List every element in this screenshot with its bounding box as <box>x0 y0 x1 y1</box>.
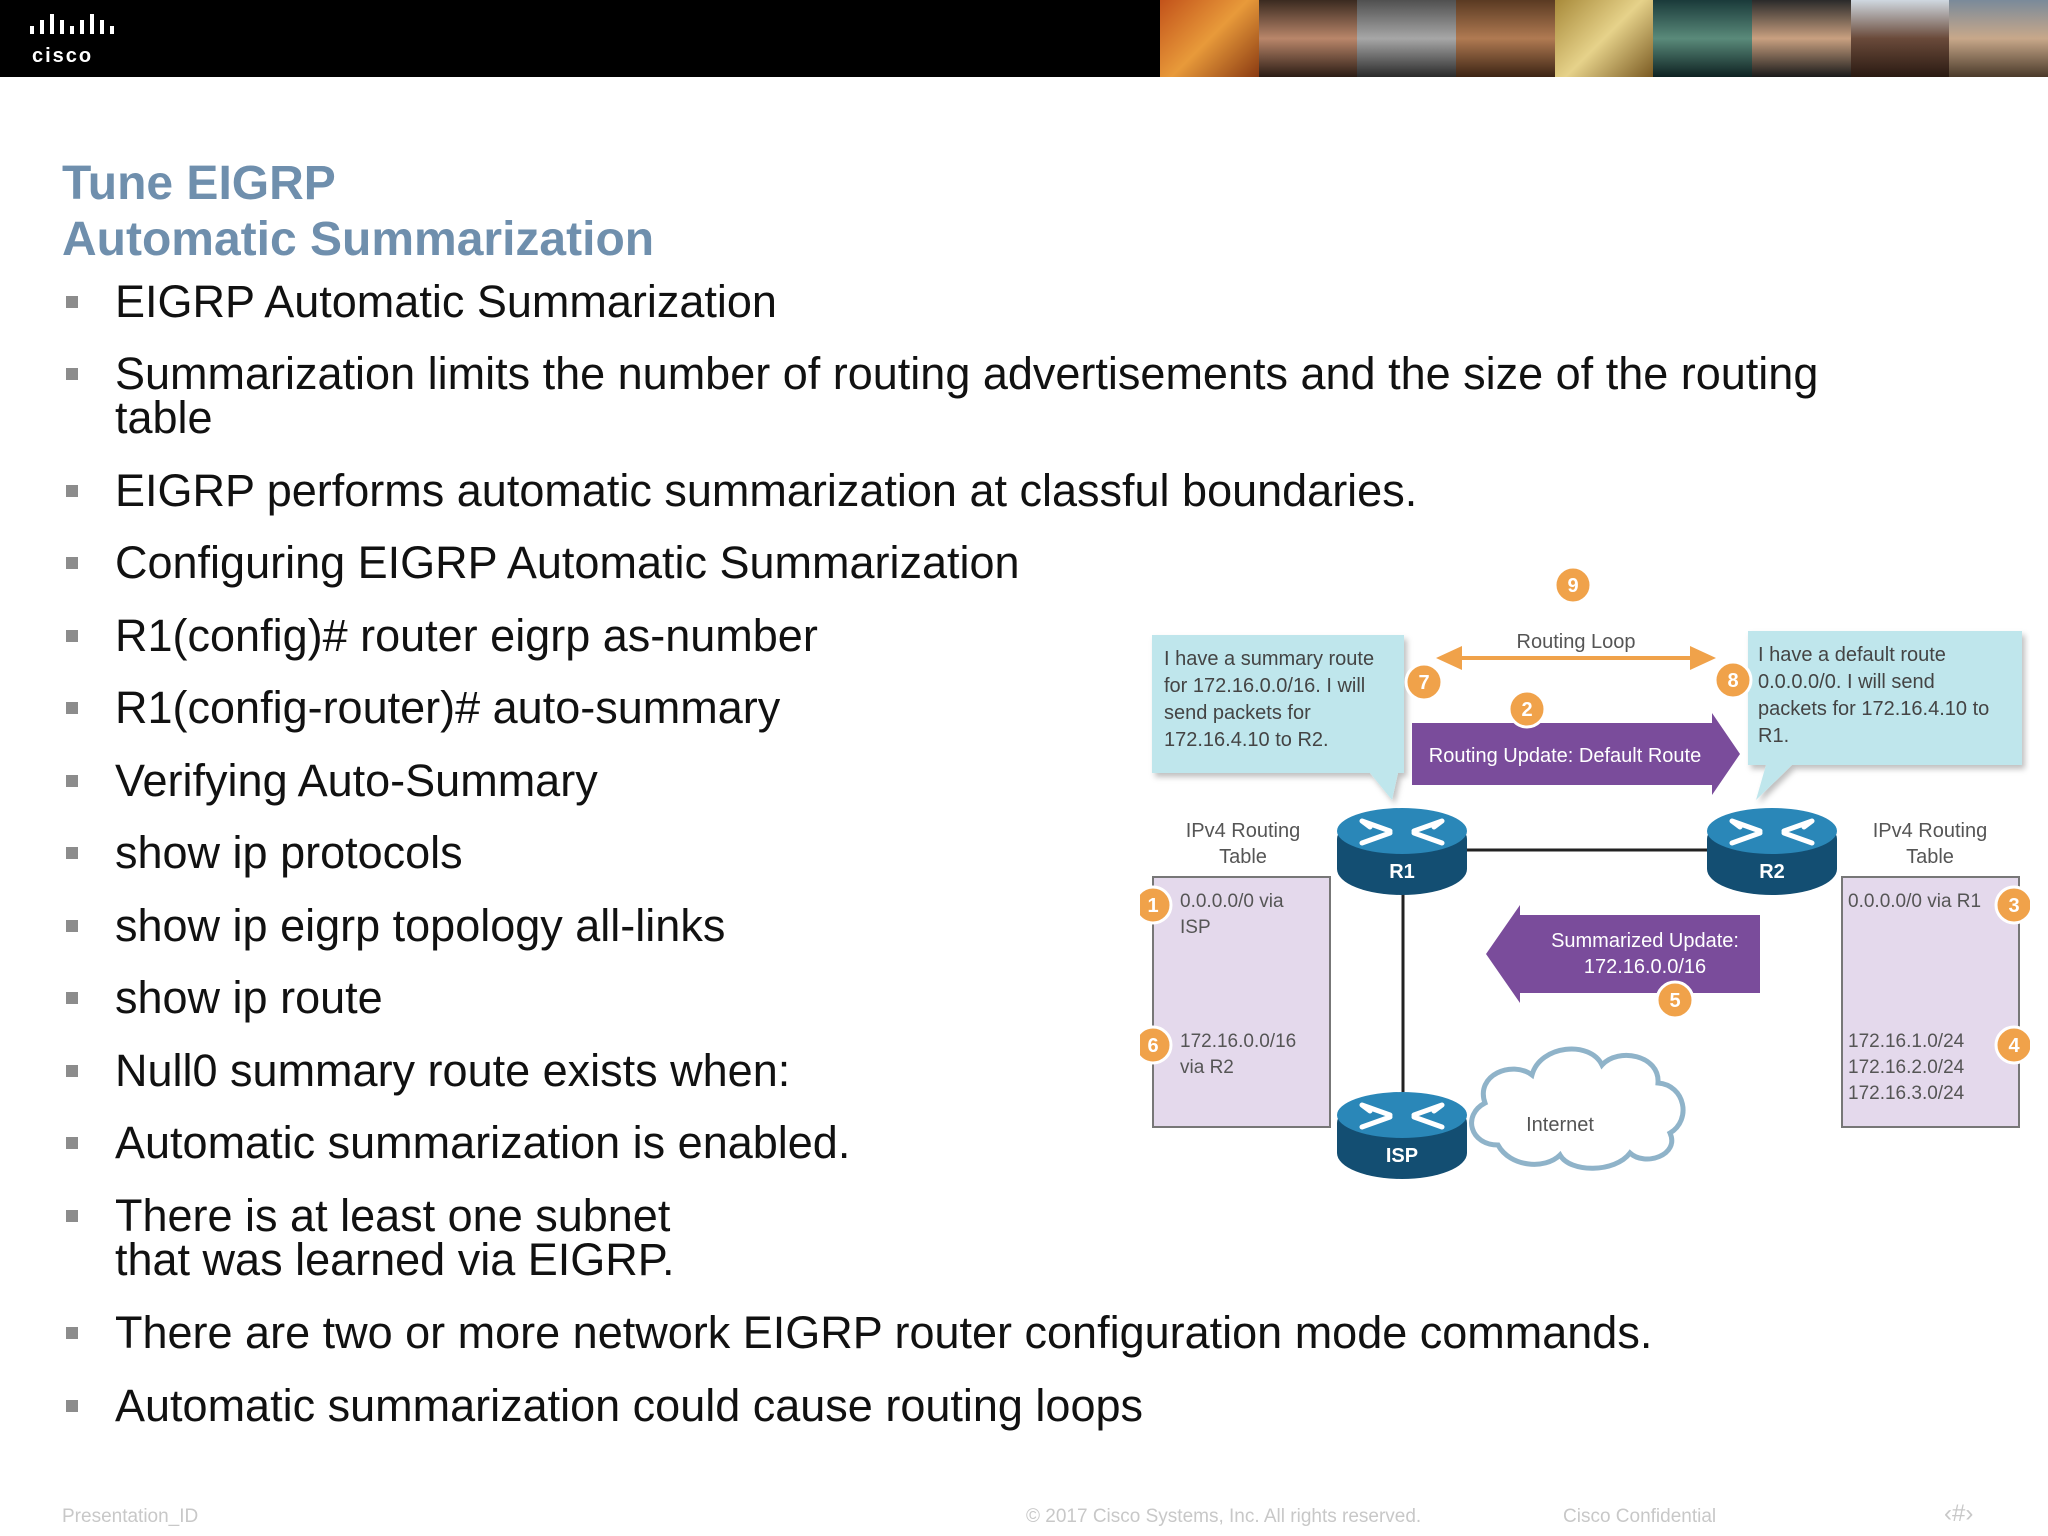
step-badge-5: 5 <box>1655 980 1695 1020</box>
svg-text:6: 6 <box>1147 1035 1158 1057</box>
router-r2-icon: R2 <box>1707 808 1837 895</box>
photo-tile <box>1456 0 1555 77</box>
callout-left <box>1152 635 1404 800</box>
callout-right-line: packets for 172.16.4.10 to <box>1758 698 1989 720</box>
step-badge-9: 9 <box>1553 565 1593 605</box>
bullet-square-icon <box>66 1210 78 1222</box>
cisco-logo: cisco <box>28 12 118 67</box>
slide-title-line2: Automatic Summarization <box>62 213 655 266</box>
table-right-entry: 172.16.1.0/24 <box>1848 1031 1965 1052</box>
photo-tile <box>1160 0 1259 77</box>
default-route-update-label: Routing Update: Default Route <box>1429 745 1701 767</box>
bullet-square-icon <box>66 557 78 569</box>
photo-tile <box>1357 0 1457 77</box>
default-route-update-arrow <box>1412 713 1740 795</box>
svg-text:9: 9 <box>1567 575 1578 597</box>
table-left-entry: 0.0.0.0/0 via <box>1180 891 1284 912</box>
slide-title-line1: Tune EIGRP <box>62 157 336 210</box>
step-badge-1: 1 <box>1140 885 1173 925</box>
bullet-square-icon <box>66 1327 78 1339</box>
table-label-left-line1: IPv4 Routing <box>1186 820 1301 842</box>
step-badge-7: 7 <box>1404 662 1444 702</box>
svg-text:5: 5 <box>1669 990 1680 1012</box>
eigrp-topology-diagram: IPv4 Routing Table 0.0.0.0/0 via ISP 172… <box>1140 565 2030 1179</box>
bullet-square-icon <box>66 992 78 1004</box>
callout-right <box>1748 631 2022 800</box>
footer-page-number: ‹#› <box>1944 1500 1974 1527</box>
footer-presentation-id: Presentation_ID <box>62 1506 199 1527</box>
bullet-square-icon <box>66 1137 78 1149</box>
cisco-logo-text: cisco <box>32 45 94 67</box>
step-badge-2: 2 <box>1507 689 1547 729</box>
summarized-update-arrow <box>1486 905 1760 1003</box>
router-isp-icon: ISP <box>1337 1092 1467 1179</box>
photo-tile <box>1554 0 1654 77</box>
table-right-entry: 0.0.0.0/0 via R1 <box>1848 891 1981 912</box>
routing-loop-arrow-right-icon <box>1690 646 1716 670</box>
table-label-right-line1: IPv4 Routing <box>1873 820 1988 842</box>
header-bar: cisco <box>0 0 2048 77</box>
bullet-square-icon <box>66 296 78 308</box>
footer-copyright: © 2017 Cisco Systems, Inc. All rights re… <box>1026 1506 1422 1527</box>
photo-tile <box>1653 0 1753 77</box>
table-left-entry: 172.16.0.0/16 <box>1180 1031 1296 1052</box>
routing-table-right <box>1841 876 2020 1128</box>
router-r1-icon: R1 <box>1337 808 1467 895</box>
table-label-left-line2: Table <box>1219 846 1267 868</box>
step-badge-4: 4 <box>1994 1025 2030 1065</box>
table-left-entry: via R2 <box>1180 1057 1234 1078</box>
step-badge-8: 8 <box>1713 660 1753 700</box>
table-label-right-line2: Table <box>1906 846 1954 868</box>
internet-cloud-icon <box>1469 1046 1686 1171</box>
bullet-square-icon <box>66 847 78 859</box>
step-badge-3: 3 <box>1994 885 2030 925</box>
router-r1-label: R1 <box>1389 861 1415 883</box>
bullet-square-icon <box>66 1400 78 1412</box>
callout-left-line: for 172.16.0.0/16. I will <box>1164 675 1365 697</box>
callout-right-line: I have a default route <box>1758 644 1946 666</box>
svg-text:1: 1 <box>1147 895 1158 917</box>
bullet-square-icon <box>66 368 78 380</box>
step-badge-6: 6 <box>1140 1025 1173 1065</box>
bullet-square-icon <box>66 630 78 642</box>
svg-text:3: 3 <box>2008 895 2019 917</box>
footer-confidential: Cisco Confidential <box>1563 1506 1717 1527</box>
bullet-square-icon <box>66 920 78 932</box>
bullet-square-icon <box>66 775 78 787</box>
callout-left-line: send packets for <box>1164 702 1311 724</box>
routing-loop-arrow-left-icon <box>1436 646 1462 670</box>
summarized-update-label-line1: Summarized Update: <box>1551 930 1739 952</box>
summarized-update-label-line2: 172.16.0.0/16 <box>1584 956 1706 978</box>
callout-right-line: R1. <box>1758 725 1789 747</box>
svg-text:2: 2 <box>1521 699 1532 721</box>
photo-tile <box>1949 0 2048 77</box>
table-left-entry: ISP <box>1180 917 1211 938</box>
callout-left-line: I have a summary route <box>1164 648 1374 670</box>
routing-loop-label: Routing Loop <box>1517 631 1636 653</box>
photo-tile <box>1258 0 1358 77</box>
table-right-entry: 172.16.3.0/24 <box>1848 1083 1965 1104</box>
callout-left-line: 172.16.4.10 to R2. <box>1164 729 1329 751</box>
header-photo-strip <box>1160 0 2048 77</box>
bullet-square-icon <box>66 1065 78 1077</box>
cisco-bars-icon <box>30 14 114 34</box>
svg-text:8: 8 <box>1727 670 1738 692</box>
routing-table-left <box>1152 876 1331 1128</box>
callout-right-line: 0.0.0.0/0. I will send <box>1758 671 1935 693</box>
photo-tile <box>1850 0 1950 77</box>
table-right-entry: 172.16.2.0/24 <box>1848 1057 1965 1078</box>
photo-tile <box>1752 0 1851 77</box>
internet-cloud-label: Internet <box>1526 1114 1594 1136</box>
svg-text:4: 4 <box>2008 1035 2020 1057</box>
svg-text:7: 7 <box>1418 672 1429 694</box>
router-isp-label: ISP <box>1386 1145 1418 1167</box>
bullet-square-icon <box>66 702 78 714</box>
bullet-square-icon <box>66 485 78 497</box>
router-r2-label: R2 <box>1759 861 1785 883</box>
